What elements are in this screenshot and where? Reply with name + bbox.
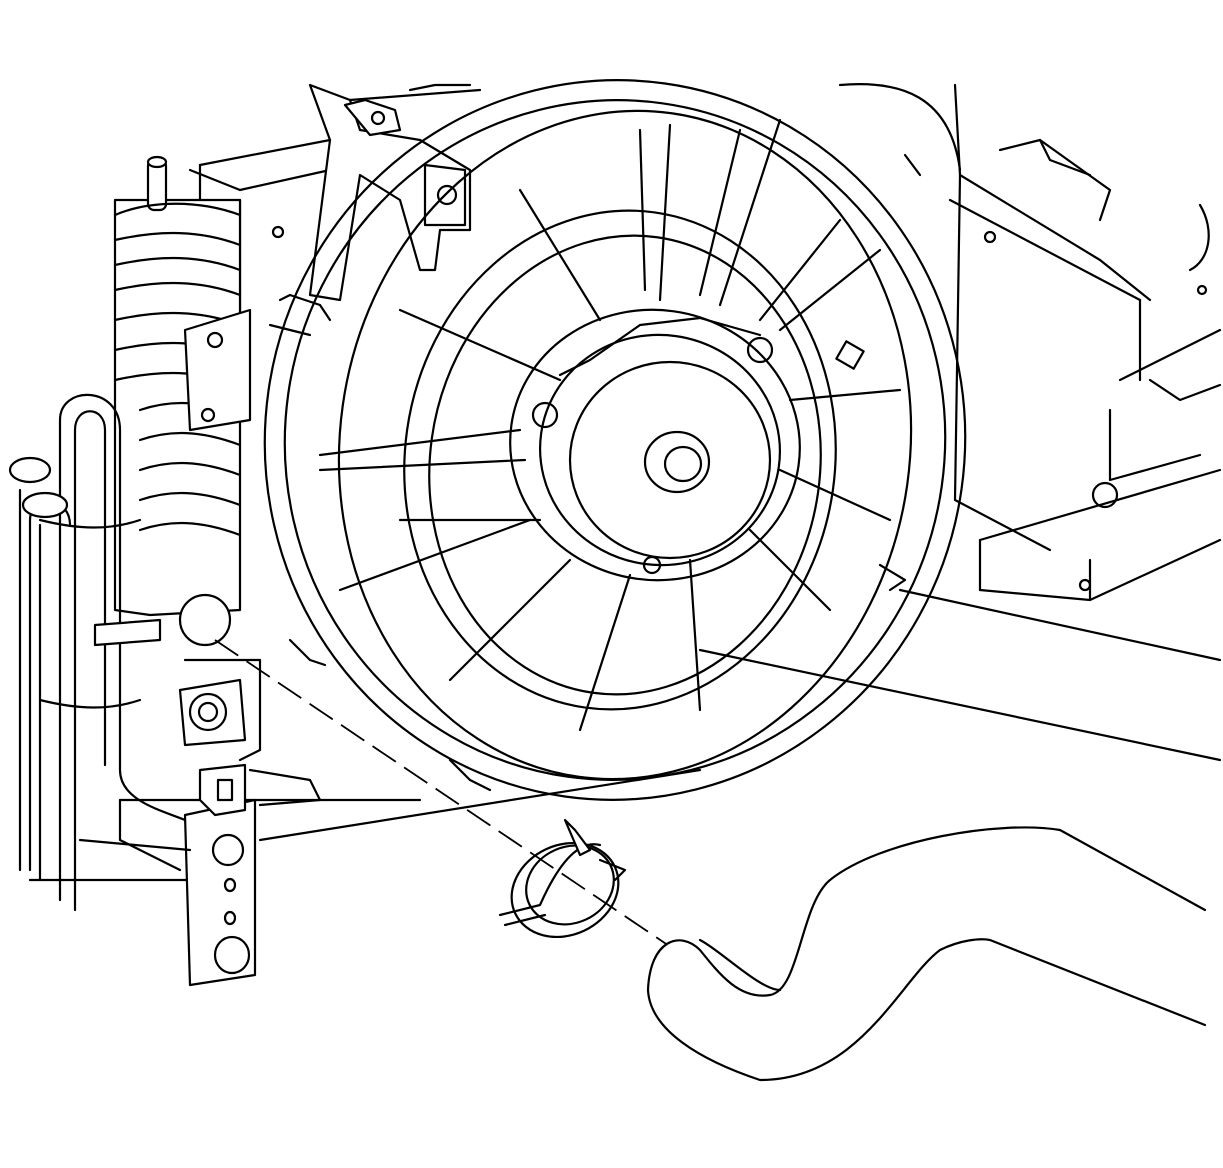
hose-clamp: [498, 818, 627, 939]
upper-mounting-bracket: [308, 83, 482, 302]
fan-blades: [318, 118, 902, 732]
fan-motor-hub: [509, 308, 801, 582]
left-condenser-pipes: [8, 155, 322, 987]
radiator-hose: [646, 826, 1207, 1082]
fan-shroud: [263, 79, 1119, 801]
